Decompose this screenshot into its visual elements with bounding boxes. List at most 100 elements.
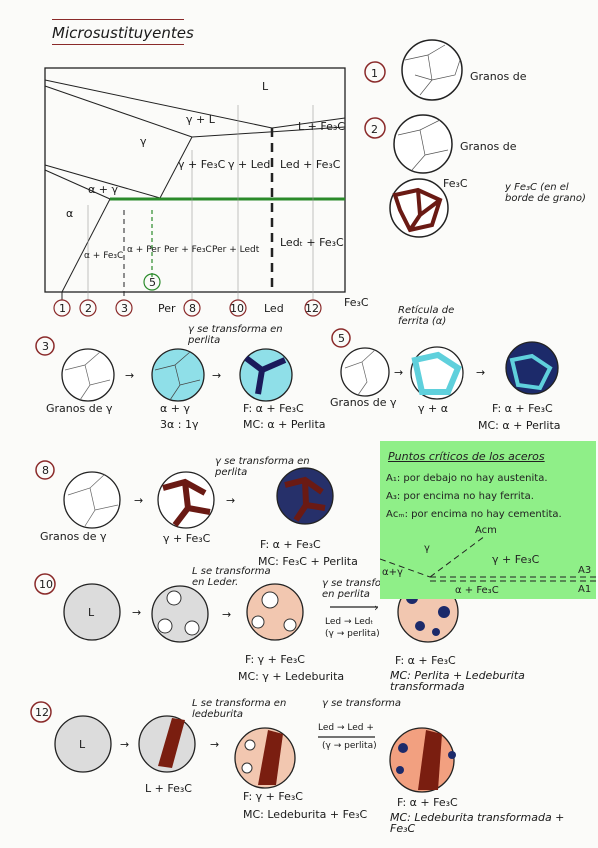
case-10-F1: F: γ + Fe₃C [245,653,305,666]
critical-points-legend: Puntos críticos de los aceros A₁: por de… [380,441,596,599]
case-8-start: Granos de γ [40,530,107,543]
legend-alpha-gamma: α+γ [382,567,403,578]
axis-mark-badge-3 [115,299,133,317]
case-3-F: F: α + Fe₃C [243,402,304,415]
axis-mark-5: 5 [149,276,156,289]
phase-gamma-led: γ + Led [228,158,270,171]
case-3-start: Granos de γ [46,402,113,415]
case-12-note2: γ se transforma [322,698,401,709]
case-8-mid: γ + Fe₃C [163,532,211,545]
case-10-arrow-sub: (γ → perlita) [325,629,380,639]
case-12-arrow: Led → Led + [318,723,374,733]
svg-text:›: › [374,601,378,614]
case-12-note1: L se transforma en ledeburita [192,698,287,720]
axis-mark-8: 8 [189,302,196,315]
case-2-number: 2 [371,123,378,136]
axis-label-fe3c: Fe₃C [344,296,369,309]
case-3-mid: α + γ [160,402,190,415]
legend-a3: A₃: por encima no hay ferrita. [386,491,534,502]
case-12-mid: L + Fe₃C [145,782,192,795]
axis-mark-badge-1 [53,299,71,317]
case-8-MC: MC: Fe₃C + Perlita [258,555,358,568]
case-3-MC: MC: α + Perlita [243,418,326,431]
case-10-note2: γ se transforma en perlita [322,578,401,600]
phase-ledt-fe3c: Ledₜ + Fe₃C [280,236,344,249]
case-12-F1: F: γ + Fe₃C [243,790,303,803]
case-10: 10 L → → › Led → Ledₜ (γ → perlita) F: γ… [34,566,525,692]
svg-text:→: → [125,369,134,382]
phase-alpha: α [66,207,73,220]
legend-alpha-fe3c: α + Fe₃C [455,585,499,596]
case-5-start: Granos de γ [330,396,397,409]
case-5-note: Retícula de ferrita (α) [398,305,455,327]
case-8-note: γ se transforma en perlita [215,456,310,478]
axis-mark-2: 2 [85,302,92,315]
case-2-note: y Fe₃C (en el borde de grano) [505,182,586,204]
legend-gamma-fe3c: γ + Fe₃C [492,553,540,566]
svg-text:→: → [476,366,485,379]
case-3-ratio: 3α : 1γ [160,418,199,431]
case-5-MC: MC: α + Perlita [478,419,561,432]
case-3-number: 3 [42,340,49,353]
axis-mark-badge-5 [143,273,161,291]
case-3: 3 → → Granos de γ α + γ 3α : 1γ F: α + F… [35,324,326,431]
case-8: 8 → → Granos de γ γ + Fe₃C F: α + Fe₃C M… [35,456,358,568]
phase-gamma: γ [140,135,147,148]
case-5-F: F: α + Fe₃C [492,402,553,415]
svg-text:→: → [394,366,403,379]
phase-per-ledt: Per + Ledt [212,245,260,255]
phase-led-fe3c: Led + Fe₃C [280,158,341,171]
case-5: 5 → → Granos de γ γ + α F: α + Fe₃C MC: … [330,305,561,432]
legend-diagram [380,535,596,582]
case-10-note1: L se transforma en Leder. [192,566,271,588]
svg-text:→: → [132,606,141,619]
case-10-arrow: Led → Ledₜ [325,617,373,627]
case-8-number: 8 [42,464,49,477]
case-1-label: Granos de [470,70,527,83]
title-underline-top [52,19,184,20]
axis-mark-1: 1 [59,302,66,315]
case-10-MC1: MC: γ + Ledeburita [238,670,344,683]
case-2: 2 Granos de Fe₃C y Fe₃C (en el borde de … [364,114,586,238]
phase-alpha-per: α + Per [127,245,161,255]
case-12-arrow-sub: (γ → perlita) [322,741,377,751]
axis-mark-badge-12 [304,299,322,317]
case-12-F2: F: α + Fe₃C [397,796,458,809]
case-3-note: γ se transforma en perlita [188,324,283,346]
svg-text:→: → [222,608,231,621]
legend-A3: A3 [578,565,592,576]
svg-text:→: → [134,494,143,507]
svg-text:L: L [79,738,86,751]
case-1-badge [364,61,386,83]
svg-text:L: L [88,606,95,619]
svg-text:→: → [212,369,221,382]
phase-L-fe3c: L + Fe₃C [298,120,345,133]
case-12-MC1: MC: Ledeburita + Fe₃C [243,808,368,821]
axis-mark-3: 3 [121,302,128,315]
case-10-F2: F: α + Fe₃C [395,654,456,667]
legend-acm-label: Acm [475,525,497,536]
case-12: 12 L → → Led → Led + (γ → perlita) L + F… [30,698,565,835]
axis-mark-12: 12 [305,302,319,315]
case-5-number: 5 [338,332,345,345]
case-2-badge [364,117,386,139]
axis-mark-10: 10 [230,302,244,315]
axis-mark-badge-2 [79,299,97,317]
phase-alpha-gamma: α + γ [88,183,118,196]
svg-text:→: → [210,738,219,751]
axis-mark-Led: Led [264,302,284,315]
case-12-MC2: MC: Ledeburita transformada + Fe₃C [390,812,565,835]
legend-a1: A₁: por debajo no hay austenita. [386,473,548,484]
phase-gamma-fe3c: γ + Fe₃C [178,158,226,171]
case-1: 1 Granos de [364,39,527,101]
phase-alpha-fe3c: α + Fe₃C [84,251,123,261]
phase-L: L [262,80,269,93]
title-underline-bottom [52,44,184,45]
svg-text:→: → [226,494,235,507]
case-2-label: Granos de [460,140,517,153]
axis-mark-badge-8 [183,299,201,317]
case-12-number: 12 [35,706,49,719]
case-2-fe3c-tag: Fe₃C [443,177,468,190]
legend-gamma: γ [424,543,430,554]
